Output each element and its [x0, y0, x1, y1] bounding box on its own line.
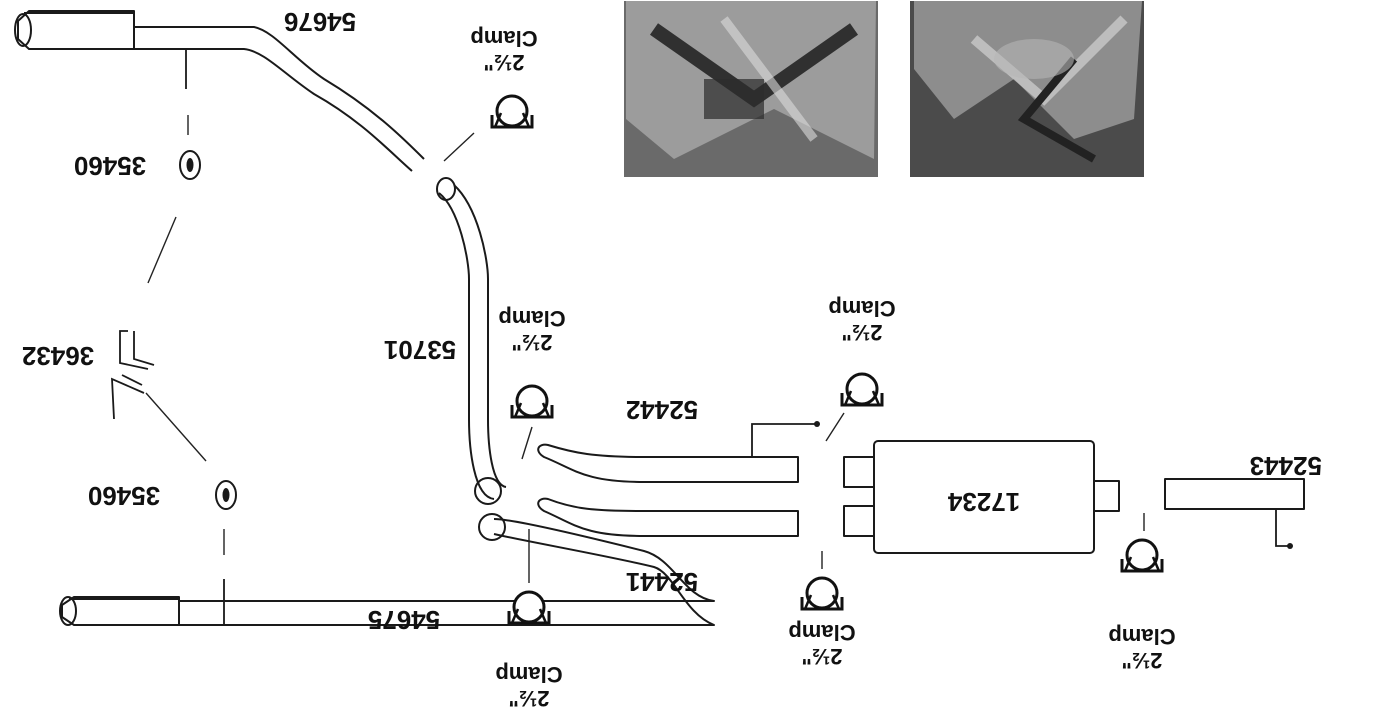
tailpipe-54676 [14, 10, 425, 172]
installation-photo-left [910, 1, 1144, 177]
svg-text:2½": 2½" [483, 50, 524, 75]
clamp-caption-1: 2½" Clamp [495, 662, 562, 711]
clamp-icon [800, 576, 844, 611]
label-52441: 52441 [626, 567, 698, 597]
installation-photo-right [624, 1, 878, 177]
svg-text:Clamp: Clamp [470, 26, 537, 51]
clamp-caption-5: 2½" Clamp [828, 296, 895, 345]
svg-text:2½": 2½" [841, 320, 882, 345]
muffler-17234 [843, 440, 1120, 554]
label-54676: 54676 [284, 7, 356, 37]
clamp-caption-6: 2½" Clamp [470, 26, 537, 75]
bracket-36432 [111, 330, 155, 420]
svg-text:Clamp: Clamp [495, 662, 562, 687]
clamp-icon [1120, 538, 1164, 573]
svg-text:Clamp: Clamp [1108, 624, 1175, 649]
svg-text:2½": 2½" [511, 330, 552, 355]
clamp-icon [510, 384, 554, 419]
clamp-icon [840, 372, 884, 407]
label-17234: 17234 [947, 487, 1020, 517]
y-pipe-52442 [537, 421, 820, 483]
label-54675: 54675 [368, 605, 440, 635]
svg-text:Clamp: Clamp [788, 620, 855, 645]
label-35460-lower: 35460 [88, 481, 160, 511]
hanger-lower [145, 392, 237, 555]
inlet-pipe-52443 [1164, 478, 1305, 549]
clamp-icon [507, 590, 551, 625]
svg-text:2½": 2½" [508, 686, 549, 711]
intermediate-pipe-53701 [436, 177, 507, 505]
label-52442: 52442 [626, 395, 698, 425]
clamp-caption-2: 2½" Clamp [788, 620, 855, 669]
svg-text:Clamp: Clamp [828, 296, 895, 321]
clamp-caption-3: 2½" Clamp [1108, 624, 1175, 673]
y-pipe-52441 [537, 497, 799, 537]
label-35460-upper: 35460 [74, 151, 146, 181]
svg-text:2½": 2½" [801, 644, 842, 669]
hanger-upper [147, 115, 201, 284]
label-53701: 53701 [384, 335, 456, 365]
clamp-icon [490, 94, 534, 129]
label-52443: 52443 [1250, 451, 1322, 481]
label-36432: 36432 [22, 341, 94, 371]
svg-text:2½": 2½" [1121, 648, 1162, 673]
svg-text:Clamp: Clamp [498, 306, 565, 331]
clamp-caption-4: 2½" Clamp [498, 306, 565, 355]
tailpipe-54675 [59, 513, 715, 626]
